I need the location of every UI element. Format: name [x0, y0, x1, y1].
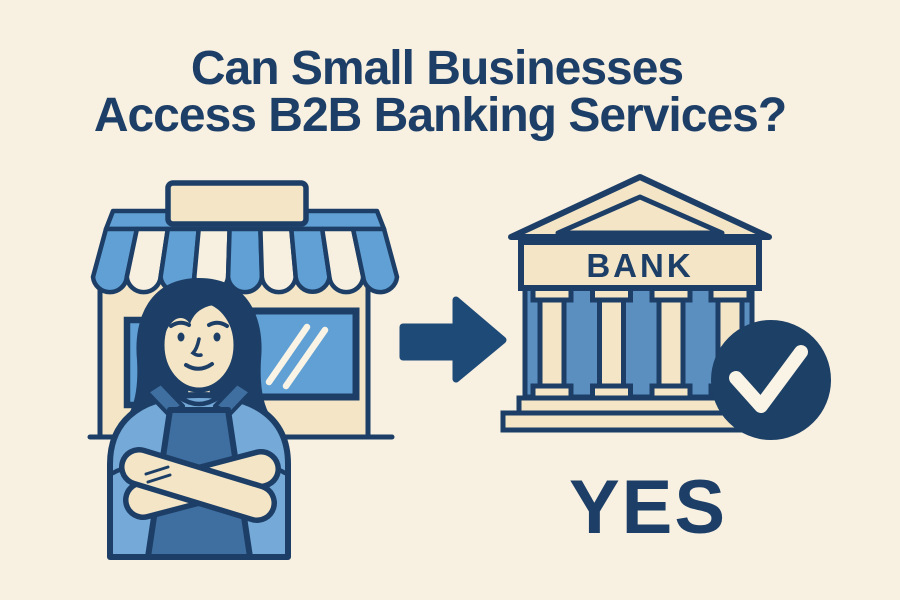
shopkeeper-woman — [107, 278, 291, 560]
shop-sign — [165, 180, 309, 227]
hair-fringe — [161, 288, 237, 343]
collar — [176, 394, 222, 407]
smile — [184, 362, 214, 371]
eye — [177, 332, 185, 342]
checkmark-icon — [711, 320, 831, 440]
nose — [190, 337, 203, 357]
knuckle-line — [144, 465, 170, 476]
crossed-arms — [119, 447, 281, 523]
headline-line-1: Can Small Businesses — [191, 42, 683, 95]
arrow-right-icon — [399, 296, 507, 383]
knuckle-line — [146, 473, 172, 484]
bank-sign-band — [518, 239, 762, 291]
bank-pediment-inner — [555, 194, 725, 236]
shop-window-right — [240, 307, 360, 401]
bank-sign-label: BANK — [586, 247, 693, 284]
eyebrow — [169, 320, 191, 328]
headline-line-2: Access B2B Banking Services? — [94, 89, 786, 142]
answer-label: YES — [569, 465, 727, 550]
bank-pediment — [508, 174, 772, 240]
window-reflection — [282, 326, 329, 390]
eyebrow — [207, 320, 229, 328]
eye — [213, 332, 221, 342]
window-reflection — [265, 323, 311, 386]
bank-step-lower — [500, 410, 764, 433]
bank-icon: BANK — [500, 174, 772, 433]
